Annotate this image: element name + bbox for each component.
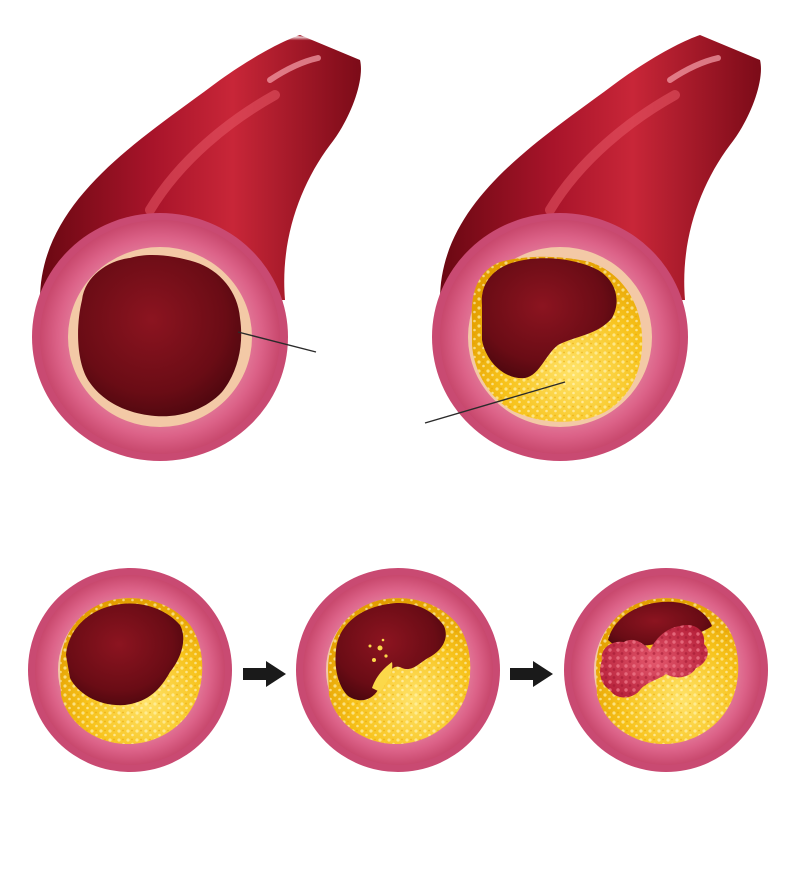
stage-clot [564,568,768,772]
rupture-fragments [368,638,393,692]
arrow-right-icon [510,661,553,687]
arrow-right-icon [243,661,286,687]
stage-rupture [296,568,500,772]
lumen [66,603,184,706]
plaque-artery [424,0,799,461]
lumen [608,601,712,650]
lumen [335,602,446,701]
lumen [78,255,242,417]
narrowed-lumen [481,258,617,379]
healthy-artery [32,0,400,461]
stage-plaque [28,568,232,772]
leader-line [424,381,566,424]
leader-line [237,331,317,353]
